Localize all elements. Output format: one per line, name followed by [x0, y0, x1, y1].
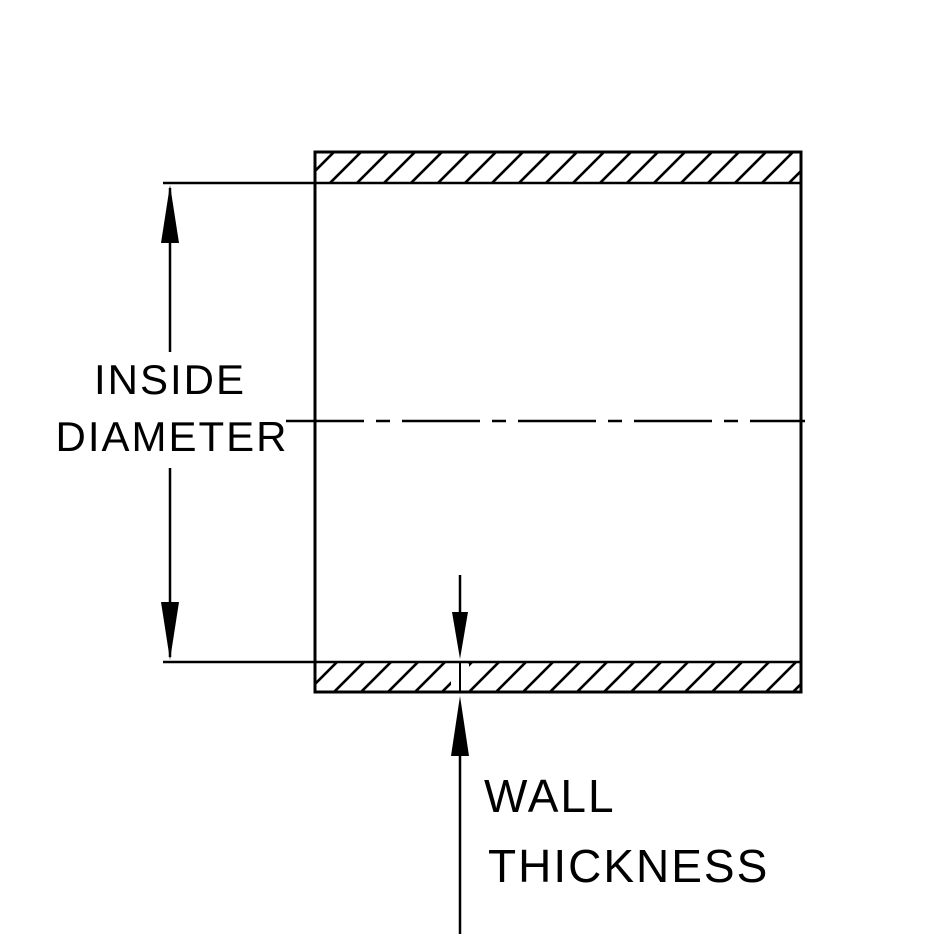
inside-diameter-label-line2: DIAMETER	[55, 413, 288, 460]
inside-diameter-label-line1: INSIDE	[94, 356, 246, 403]
wall-thickness-arrow-down-icon	[452, 612, 468, 659]
wall-thickness-label-line2: THICKNESS	[488, 840, 769, 892]
top-wall-hatch	[316, 153, 800, 182]
wall-thickness-arrow-up-icon	[451, 696, 469, 756]
wall-thickness-label-line1: WALL	[484, 770, 616, 822]
bottom-wall-hatch	[316, 663, 800, 691]
inside-diameter-arrow-down-icon	[161, 602, 179, 660]
inside-diameter-arrow-up-icon	[161, 185, 179, 243]
